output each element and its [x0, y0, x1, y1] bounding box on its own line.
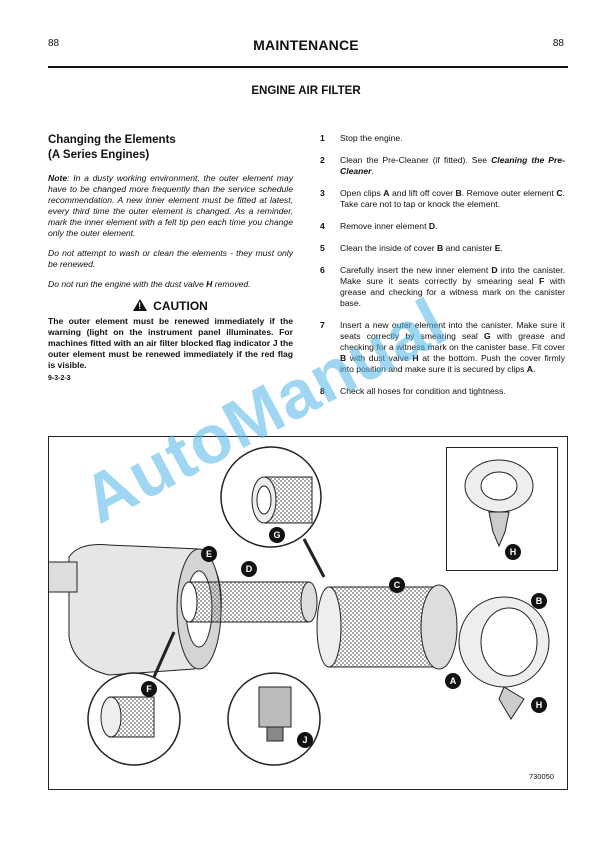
step-text: . Remove outer element — [461, 188, 557, 198]
step-text: Open clips — [340, 188, 384, 198]
seal-g-detail — [220, 446, 326, 578]
step-number: 2 — [320, 155, 325, 165]
step-text: Remove inner element — [340, 221, 429, 231]
ref-letter: G — [483, 331, 491, 341]
wash-warning: Do not attempt to wash or clean the elem… — [48, 248, 293, 269]
air-filter-illustration: A B C D E F G H J — [46, 436, 568, 790]
caution-code: 9-3-2-3 — [48, 375, 71, 382]
seal-f-detail — [87, 631, 181, 766]
ref-letter: E — [494, 243, 501, 253]
step-number: 5 — [320, 243, 325, 253]
caution-text: The outer element must be renewed immedi… — [48, 316, 293, 370]
header-title: MAINTENANCE — [253, 37, 359, 53]
ref-letter: D — [428, 221, 436, 231]
step-number: 4 — [320, 221, 325, 231]
label-b: B — [536, 596, 543, 606]
dust-valve-ref: H — [206, 279, 213, 289]
step-text: . — [371, 166, 374, 176]
page-number-left: 88 — [48, 38, 60, 49]
dust-valve-drawing: H — [464, 459, 534, 560]
figure-number: 730050 — [528, 772, 554, 781]
dust-valve-text-a: Do not run the engine with the dust valv… — [48, 279, 207, 289]
subheading: Changing the Elements (A Series Engines) — [48, 133, 293, 163]
step-4: 4 Remove inner element D. — [320, 221, 565, 232]
step-7: 7 Insert a new outer element into the can… — [320, 320, 565, 375]
step-5: 5 Clean the inside of cover B and caniste… — [320, 243, 565, 254]
inner-element — [180, 581, 318, 623]
step-1: 1 Stop the engine. — [320, 133, 565, 144]
step-3: 3 Open clips A and lift off cover B. Remo… — [320, 188, 565, 210]
step-text: . Take care not to tap or knock the elem… — [340, 188, 565, 209]
note-text: : In a dusty working environment, the ou… — [48, 173, 293, 238]
label-d: D — [246, 564, 253, 574]
page-number-right: 88 — [552, 38, 564, 49]
steps-list: 1 Stop the engine. 2 Clean the Pre-Cleaner… — [320, 133, 565, 408]
caution-heading: CAUTION — [48, 299, 293, 312]
ref-letter: B — [340, 353, 347, 363]
step-number: 6 — [320, 265, 325, 275]
label-j: J — [302, 735, 307, 745]
ref-letter: B — [436, 243, 444, 253]
ref-letter: H — [412, 353, 419, 363]
step-text: with grease and checking for a witness m… — [340, 331, 565, 352]
step-number: 1 — [320, 133, 325, 143]
ref-letter: A — [383, 188, 390, 198]
step-text: Insert a new outer element into the cani… — [340, 320, 565, 341]
step-text: Stop the engine. — [340, 133, 403, 143]
header-rule — [48, 66, 568, 68]
subhead-line1: Changing the Elements — [48, 134, 176, 146]
step-text: . — [500, 243, 503, 253]
section-title: ENGINE AIR FILTER — [251, 85, 361, 97]
ref-letter: D — [491, 265, 498, 275]
step-text: into the canister. Make sure it seats co… — [340, 265, 565, 286]
step-text: with grease and checking for a witness m… — [340, 276, 566, 308]
ref-letter: C — [556, 188, 563, 198]
note-paragraph: Note: In a dusty working environment, th… — [48, 173, 293, 239]
ref-letter: A — [526, 364, 533, 374]
step-text: with dust valve — [346, 353, 413, 363]
label-h-inset: H — [510, 547, 517, 557]
cover — [458, 596, 550, 720]
dust-valve-inset: H — [446, 447, 558, 571]
step-number: 8 — [320, 386, 325, 396]
label-h-cover: H — [536, 700, 543, 710]
step-text: Clean the inside of cover — [340, 243, 437, 253]
label-f: F — [146, 684, 152, 694]
step-text: Clean the Pre-Cleaner (if fitted). See — [340, 155, 492, 165]
label-c: C — [394, 580, 401, 590]
left-column: Changing the Elements (A Series Engines)… — [48, 133, 293, 384]
caution-title-text: CAUTION — [153, 299, 208, 313]
label-a: A — [450, 676, 457, 686]
callout-labels: A B C D E F G H J — [141, 527, 547, 748]
note-label: Note — [48, 173, 68, 183]
step-text: and canister — [443, 243, 495, 253]
step-text: and lift off cover — [389, 188, 456, 198]
step-8: 8 Check all hoses for condition and tight… — [320, 386, 565, 397]
step-text: at the bottom. Push the cover firmly int… — [340, 353, 566, 374]
label-e: E — [206, 549, 212, 559]
dust-valve-warning: Do not run the engine with the dust valv… — [48, 279, 293, 290]
indicator-j-detail — [227, 672, 321, 766]
ref-letter: B — [455, 188, 462, 198]
step-text: Carefully insert the new inner element — [340, 265, 492, 275]
step-text: . — [533, 364, 536, 374]
warning-triangle-icon — [133, 299, 148, 312]
dust-valve-text-b: removed. — [212, 279, 251, 289]
step-text: . — [435, 221, 438, 231]
label-g: G — [273, 530, 280, 540]
ref-letter: F — [539, 276, 545, 286]
subhead-line2: (A Series Engines) — [48, 149, 150, 161]
step-number: 3 — [320, 188, 325, 198]
exploded-view-drawing: A B C D E F G H J — [46, 446, 550, 766]
outer-element — [316, 584, 458, 670]
step-number: 7 — [320, 320, 325, 330]
cross-reference: Cleaning the Pre-Cleaner — [340, 155, 565, 176]
step-text: Check all hoses for condition and tightn… — [340, 386, 506, 396]
